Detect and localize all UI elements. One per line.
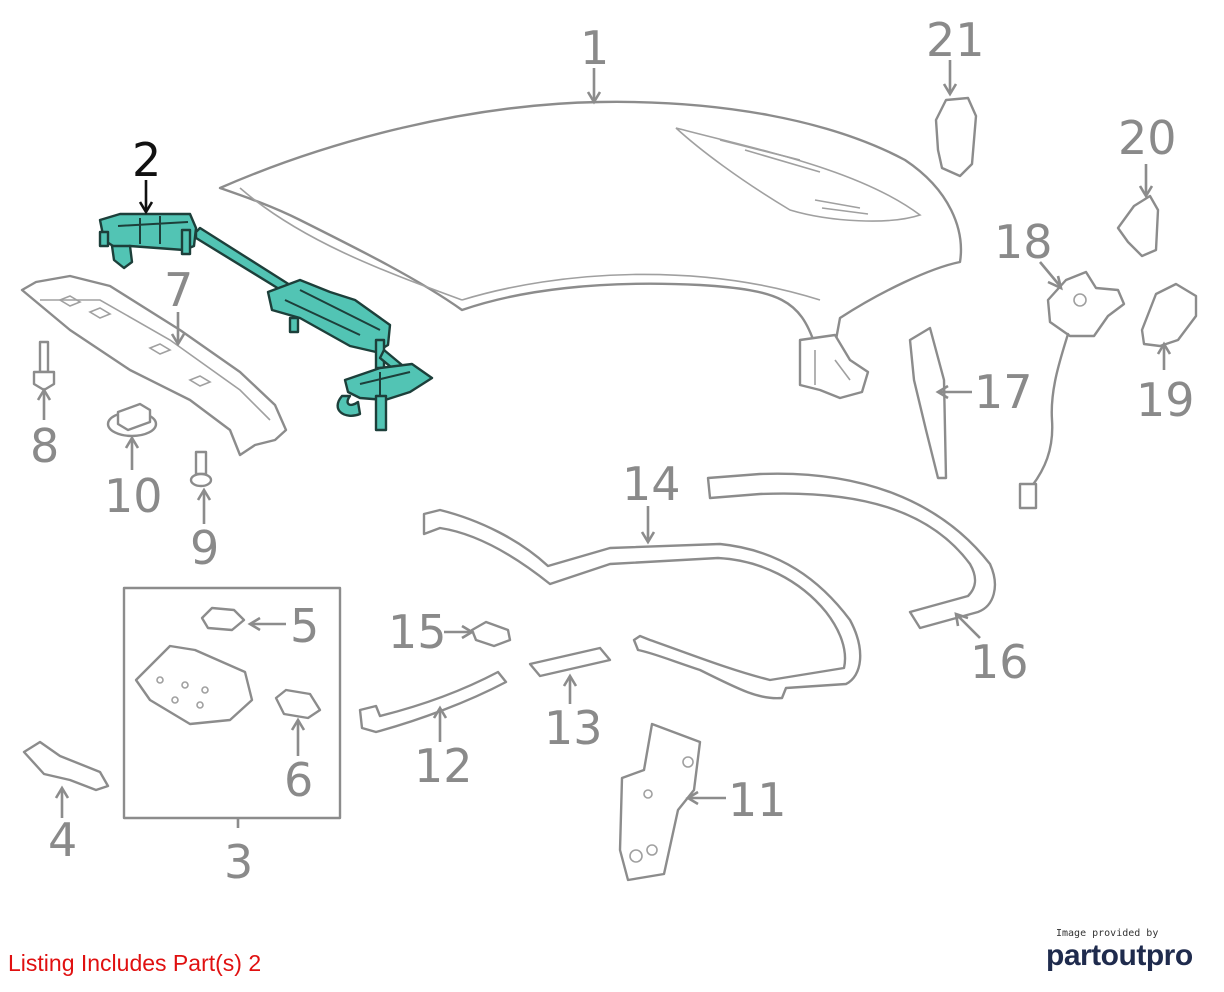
part-8-bolt bbox=[32, 340, 56, 392]
part-9-screw bbox=[189, 450, 213, 488]
callout-9: 9 bbox=[190, 521, 219, 575]
part-18-latch-cable bbox=[1018, 270, 1126, 510]
callout-14: 14 bbox=[622, 457, 681, 511]
callout-17: 17 bbox=[974, 365, 1033, 419]
callout-7: 7 bbox=[164, 263, 193, 317]
part-14-16-weatherstrips bbox=[422, 472, 997, 700]
part-1-roof-panel bbox=[218, 100, 963, 400]
callout-5: 5 bbox=[290, 599, 319, 653]
part-19-bracket bbox=[1140, 282, 1198, 348]
part-17-strip bbox=[908, 326, 948, 480]
callout-21: 21 bbox=[926, 13, 985, 67]
part-21-bracket bbox=[934, 96, 978, 178]
part-20-bracket bbox=[1116, 194, 1160, 258]
part-10-clip bbox=[106, 402, 158, 438]
callout-10: 10 bbox=[104, 469, 163, 523]
callout-6: 6 bbox=[284, 753, 313, 807]
part-11-plate bbox=[618, 722, 702, 882]
part-12-rail bbox=[358, 670, 508, 734]
callout-20: 20 bbox=[1118, 111, 1177, 165]
part-4-bracket bbox=[22, 740, 110, 792]
callout-4: 4 bbox=[48, 813, 77, 867]
callout-15: 15 bbox=[388, 605, 447, 659]
callout-1: 1 bbox=[580, 21, 609, 75]
part-7-header-rail bbox=[20, 274, 288, 457]
brand-logo-block: Image provided by partoutpro bbox=[1046, 928, 1216, 973]
callout-12: 12 bbox=[414, 739, 473, 793]
callout-16: 16 bbox=[970, 635, 1029, 689]
brand-caption: Image provided by bbox=[1056, 928, 1159, 939]
leader-arrows bbox=[36, 60, 1172, 828]
part-3-kit-box bbox=[122, 586, 342, 820]
callout-13: 13 bbox=[544, 701, 603, 755]
partoutpro-logo: partoutpro bbox=[1046, 939, 1193, 972]
callout-8: 8 bbox=[30, 419, 59, 473]
callout-2: 2 bbox=[132, 133, 161, 187]
callout-labels: 1 2 3 4 5 6 7 8 9 10 11 12 13 14 15 16 1… bbox=[30, 13, 1195, 889]
callout-11: 11 bbox=[728, 773, 787, 827]
callout-18: 18 bbox=[994, 215, 1053, 269]
part-13-rail bbox=[528, 646, 612, 678]
listing-note: Listing Includes Part(s) 2 bbox=[8, 950, 262, 976]
callout-3: 3 bbox=[224, 835, 253, 889]
part-2-linkage-assembly bbox=[98, 212, 434, 432]
callout-19: 19 bbox=[1136, 373, 1195, 427]
part-15-clip bbox=[470, 620, 512, 648]
